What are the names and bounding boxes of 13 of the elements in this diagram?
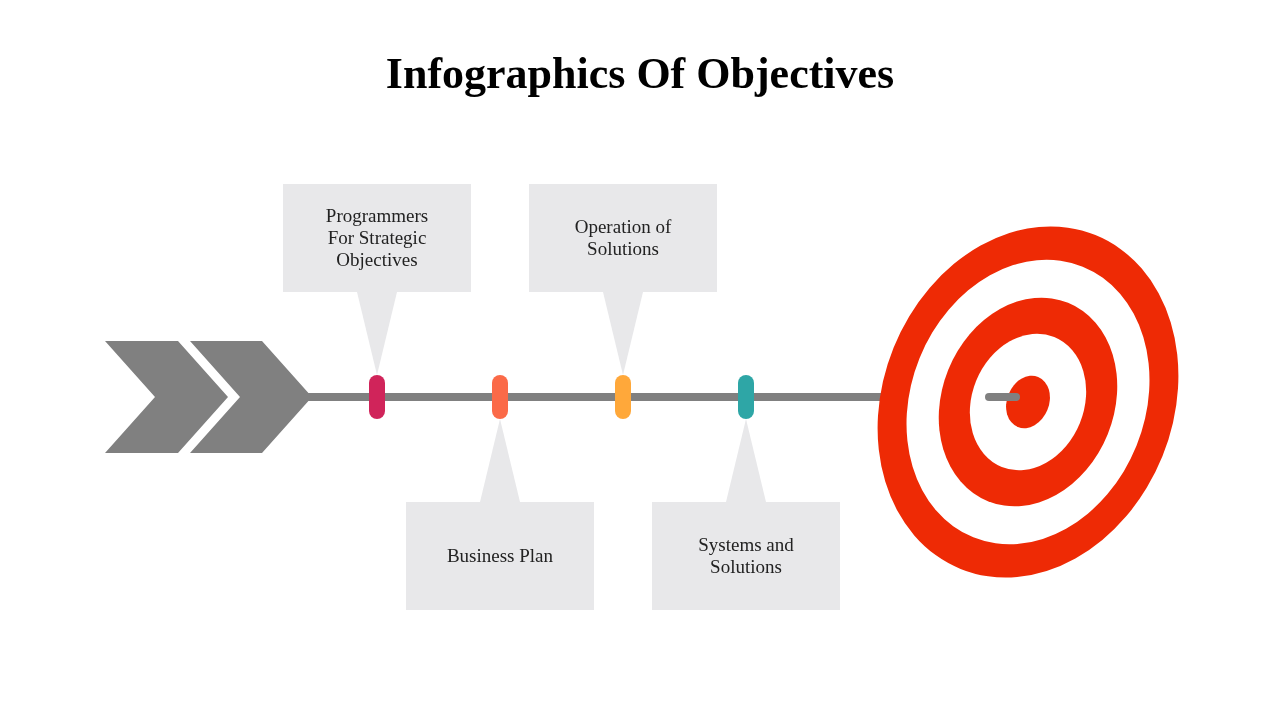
- marker-pill: [369, 375, 385, 419]
- marker-pill: [738, 375, 754, 419]
- callout-pointer: [357, 292, 397, 375]
- callout-text: Programmers For Strategic Objectives: [324, 205, 430, 271]
- callout-pointer: [726, 419, 766, 502]
- callout-text: Operation of Solutions: [573, 216, 673, 260]
- callout-text: Business Plan: [446, 545, 554, 567]
- callout-pointer: [480, 419, 520, 502]
- title: Infographics Of Objectives: [384, 48, 896, 99]
- callout-text: Systems and Solutions: [697, 534, 795, 578]
- callout-pointer: [603, 292, 643, 375]
- marker-pill: [615, 375, 631, 419]
- marker-pill: [492, 375, 508, 419]
